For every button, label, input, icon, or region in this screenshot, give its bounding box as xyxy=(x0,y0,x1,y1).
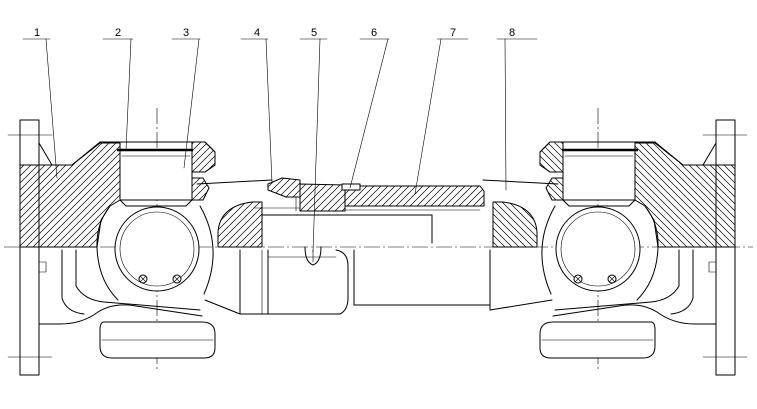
lower-right-neck xyxy=(489,249,553,311)
left-yoke-section-hatch xyxy=(19,142,121,248)
left-flange-notch xyxy=(38,261,47,273)
callout-8-leader xyxy=(504,38,507,191)
left-yoke-outer-arc xyxy=(96,205,119,301)
tube-hatch xyxy=(344,185,485,207)
left-bolt-b-cross xyxy=(173,275,181,283)
right-cross-outer xyxy=(555,206,641,292)
callout-5-label: 5 xyxy=(311,27,317,39)
left-lower-arm-outer xyxy=(38,304,203,325)
right-joint-group xyxy=(482,108,748,376)
callout-4-label: 4 xyxy=(254,27,260,39)
left-cup-base xyxy=(119,199,193,207)
right-yoke-section-hatch xyxy=(634,142,736,248)
callout-6-leader xyxy=(349,38,389,189)
right-lower-arm-outer xyxy=(552,304,717,325)
callout-5: 5 xyxy=(299,27,328,253)
callout-3: 3 xyxy=(171,27,201,169)
right-bolt-a-cross xyxy=(608,275,616,283)
callout-2-leader xyxy=(125,38,132,151)
left-neck-hatch xyxy=(217,201,263,248)
right-yoke-ear-inner-hatch xyxy=(545,177,564,201)
callout-3-leader xyxy=(183,38,200,169)
right-yoke-ear-hatch xyxy=(539,141,564,173)
callout-6-label: 6 xyxy=(371,27,377,39)
right-bolt-b-cross xyxy=(574,275,582,283)
callout-1-leader xyxy=(45,38,58,179)
sleeve-hatch xyxy=(299,183,346,212)
right-flange-notch xyxy=(708,261,717,273)
right-yoke-outer-arc xyxy=(636,205,659,301)
callout-3-label: 3 xyxy=(183,27,189,39)
lower-sleeve-bottom xyxy=(204,299,341,315)
left-joint-group xyxy=(7,108,273,376)
callout-4: 4 xyxy=(240,27,273,184)
callout-7: 7 xyxy=(414,27,469,195)
left-lower-arm-inner-a xyxy=(61,249,85,315)
left-yoke-ear-inner-hatch xyxy=(191,177,210,201)
right-neck-top-line xyxy=(482,179,559,185)
left-bearing-cup xyxy=(119,149,193,201)
right-bearing-cup xyxy=(562,149,636,201)
left-yoke-inner-arc xyxy=(199,205,214,295)
callout-2: 2 xyxy=(102,27,134,151)
callout-8-label: 8 xyxy=(509,27,515,39)
callout-2-label: 2 xyxy=(115,27,121,39)
grease-nipple xyxy=(304,246,322,266)
callout-5-leader xyxy=(312,38,321,253)
right-lower-arm-inner-a xyxy=(670,249,694,315)
left-neck-top-line xyxy=(196,179,273,185)
left-bolt-a-cross xyxy=(139,275,147,283)
seal-ring-hatch xyxy=(267,177,301,198)
right-neck-hatch xyxy=(492,201,538,248)
right-yoke-inner-arc xyxy=(541,205,556,295)
right-cup-base xyxy=(562,199,636,207)
right-lower-arm-inner-b xyxy=(554,249,680,311)
left-cross-outer xyxy=(114,206,200,292)
lower-sleeve-transition xyxy=(335,249,349,315)
left-yoke-ear-hatch xyxy=(191,141,216,173)
callout-7-label: 7 xyxy=(450,27,456,39)
callout-1-label: 1 xyxy=(34,27,40,39)
callout-7-leader xyxy=(414,38,442,195)
callout-1: 1 xyxy=(22,27,58,179)
callout-4-leader xyxy=(265,38,273,184)
callouts: 1 2 3 4 5 6 7 xyxy=(22,27,538,253)
right-cross-inner xyxy=(560,211,636,287)
left-flange-plate xyxy=(19,119,40,376)
callout-6: 6 xyxy=(349,27,390,189)
callout-8: 8 xyxy=(496,27,538,191)
left-lower-arm-inner-b xyxy=(75,249,201,311)
left-cross-inner xyxy=(119,211,195,287)
right-flange-plate xyxy=(715,119,736,376)
